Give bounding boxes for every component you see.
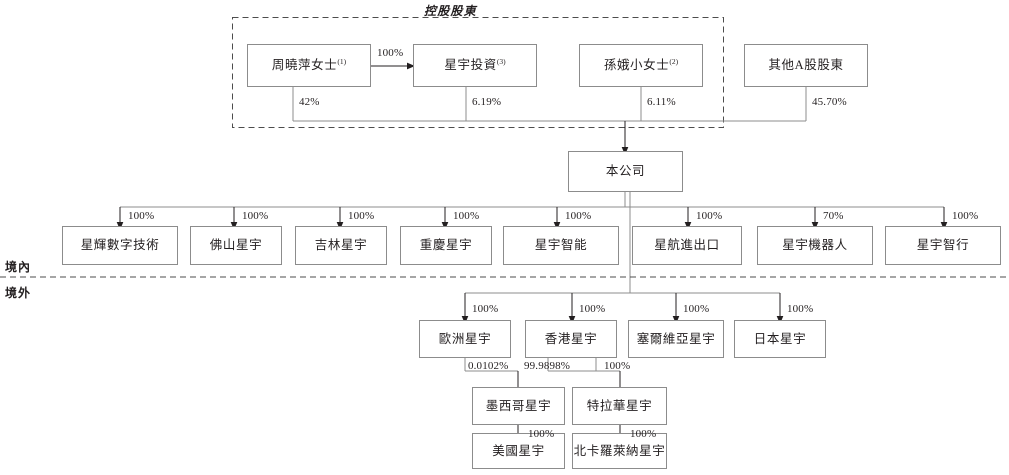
node-label: 塞爾維亞星宇 xyxy=(636,331,716,346)
node-label: 重慶星宇 xyxy=(419,238,473,252)
pct-hongkong-to-delaware: 100% xyxy=(604,360,631,372)
pct-hongkong-to-mexico: 99.9898% xyxy=(524,360,571,372)
node-label: 孫娥小女士 xyxy=(603,58,670,73)
pct-d1: 100% xyxy=(128,210,155,222)
node-zhou-xiaoping[interactable]: 周曉萍女士(1) xyxy=(247,44,371,87)
node-xingyu-robotics[interactable]: 星宇機器人 xyxy=(757,226,873,265)
pct-d3: 100% xyxy=(348,210,375,222)
pct-d8: 100% xyxy=(952,210,979,222)
pct-zhou-to-company: 42% xyxy=(299,96,320,108)
node-europe-xingyu[interactable]: 歐洲星宇 xyxy=(419,320,511,358)
node-footnote-marker: (2) xyxy=(669,57,679,67)
node-label: 本公司 xyxy=(605,164,646,178)
pct-o4: 100% xyxy=(787,303,814,315)
node-label: 周曉萍女士 xyxy=(271,58,338,73)
node-xingyu-intelligent[interactable]: 星宇智能 xyxy=(503,226,619,265)
node-delaware-xingyu[interactable]: 特拉華星宇 xyxy=(572,387,667,425)
pct-d5: 100% xyxy=(565,210,592,222)
zone-label-overseas: 境外 xyxy=(5,286,32,300)
pct-investment-to-company: 6.19% xyxy=(472,96,502,108)
node-xinghang-import-export[interactable]: 星航進出口 xyxy=(632,226,742,265)
node-label: 星宇投資 xyxy=(444,58,497,73)
group-title-controlling-shareholder: 控股股東 xyxy=(424,4,477,18)
zone-label-domestic: 境內 xyxy=(5,260,32,274)
node-label: 歐洲星宇 xyxy=(438,331,492,346)
pct-sun-to-company: 6.11% xyxy=(647,96,676,108)
node-the-company[interactable]: 本公司 xyxy=(568,151,683,192)
node-footnote-marker: (3) xyxy=(496,57,506,67)
node-label: 墨西哥星宇 xyxy=(485,398,552,413)
node-serbia-xingyu[interactable]: 塞爾維亞星宇 xyxy=(628,320,724,358)
node-label: 吉林星宇 xyxy=(314,238,368,252)
node-xinghui-digital-technology[interactable]: 星輝數字技術 xyxy=(62,226,178,265)
pct-europe-to-mexico: 0.0102% xyxy=(468,360,509,372)
pct-o3: 100% xyxy=(683,303,710,315)
node-label: 星航進出口 xyxy=(654,238,720,252)
node-label: 佛山星宇 xyxy=(209,238,263,252)
node-label: 星宇智能 xyxy=(534,238,588,252)
pct-zhou-to-investment: 100% xyxy=(377,47,404,59)
node-label: 星宇智行 xyxy=(916,238,970,252)
node-footnote-marker: (1) xyxy=(337,57,347,67)
node-label: 特拉華星宇 xyxy=(586,398,653,413)
pct-o1: 100% xyxy=(472,303,499,315)
pct-d6: 100% xyxy=(696,210,723,222)
pct-other-a-to-company: 45.70% xyxy=(812,96,847,108)
node-label: 日本星宇 xyxy=(753,331,807,346)
node-label: 星輝數字技術 xyxy=(80,238,160,252)
node-foshan-xingyu[interactable]: 佛山星宇 xyxy=(190,226,282,265)
node-north-carolina-xingyu[interactable]: 北卡羅萊納星宇 xyxy=(572,433,667,469)
node-label: 北卡羅萊納星宇 xyxy=(573,443,666,458)
node-sun-exiao[interactable]: 孫娥小女士(2) xyxy=(579,44,703,87)
pct-delaware-to-north-carolina: 100% xyxy=(630,428,657,440)
node-label: 香港星宇 xyxy=(544,331,598,346)
pct-d7: 70% xyxy=(823,210,844,222)
node-chongqing-xingyu[interactable]: 重慶星宇 xyxy=(400,226,492,265)
node-other-a-share-holders[interactable]: 其他A股股東 xyxy=(744,44,868,87)
pct-d4: 100% xyxy=(453,210,480,222)
node-xingyu-investment[interactable]: 星宇投資(3) xyxy=(413,44,537,87)
node-mexico-xingyu[interactable]: 墨西哥星宇 xyxy=(472,387,565,425)
node-xingyu-zhixing[interactable]: 星宇智行 xyxy=(885,226,1001,265)
pct-o2: 100% xyxy=(579,303,606,315)
node-japan-xingyu[interactable]: 日本星宇 xyxy=(734,320,826,358)
pct-mexico-to-usa: 100% xyxy=(528,428,555,440)
pct-d2: 100% xyxy=(242,210,269,222)
node-label: 星宇機器人 xyxy=(782,238,848,252)
node-label: 其他A股股東 xyxy=(768,58,844,72)
node-hongkong-xingyu[interactable]: 香港星宇 xyxy=(525,320,617,358)
node-label: 美國星宇 xyxy=(492,443,545,458)
node-jilin-xingyu[interactable]: 吉林星宇 xyxy=(295,226,387,265)
